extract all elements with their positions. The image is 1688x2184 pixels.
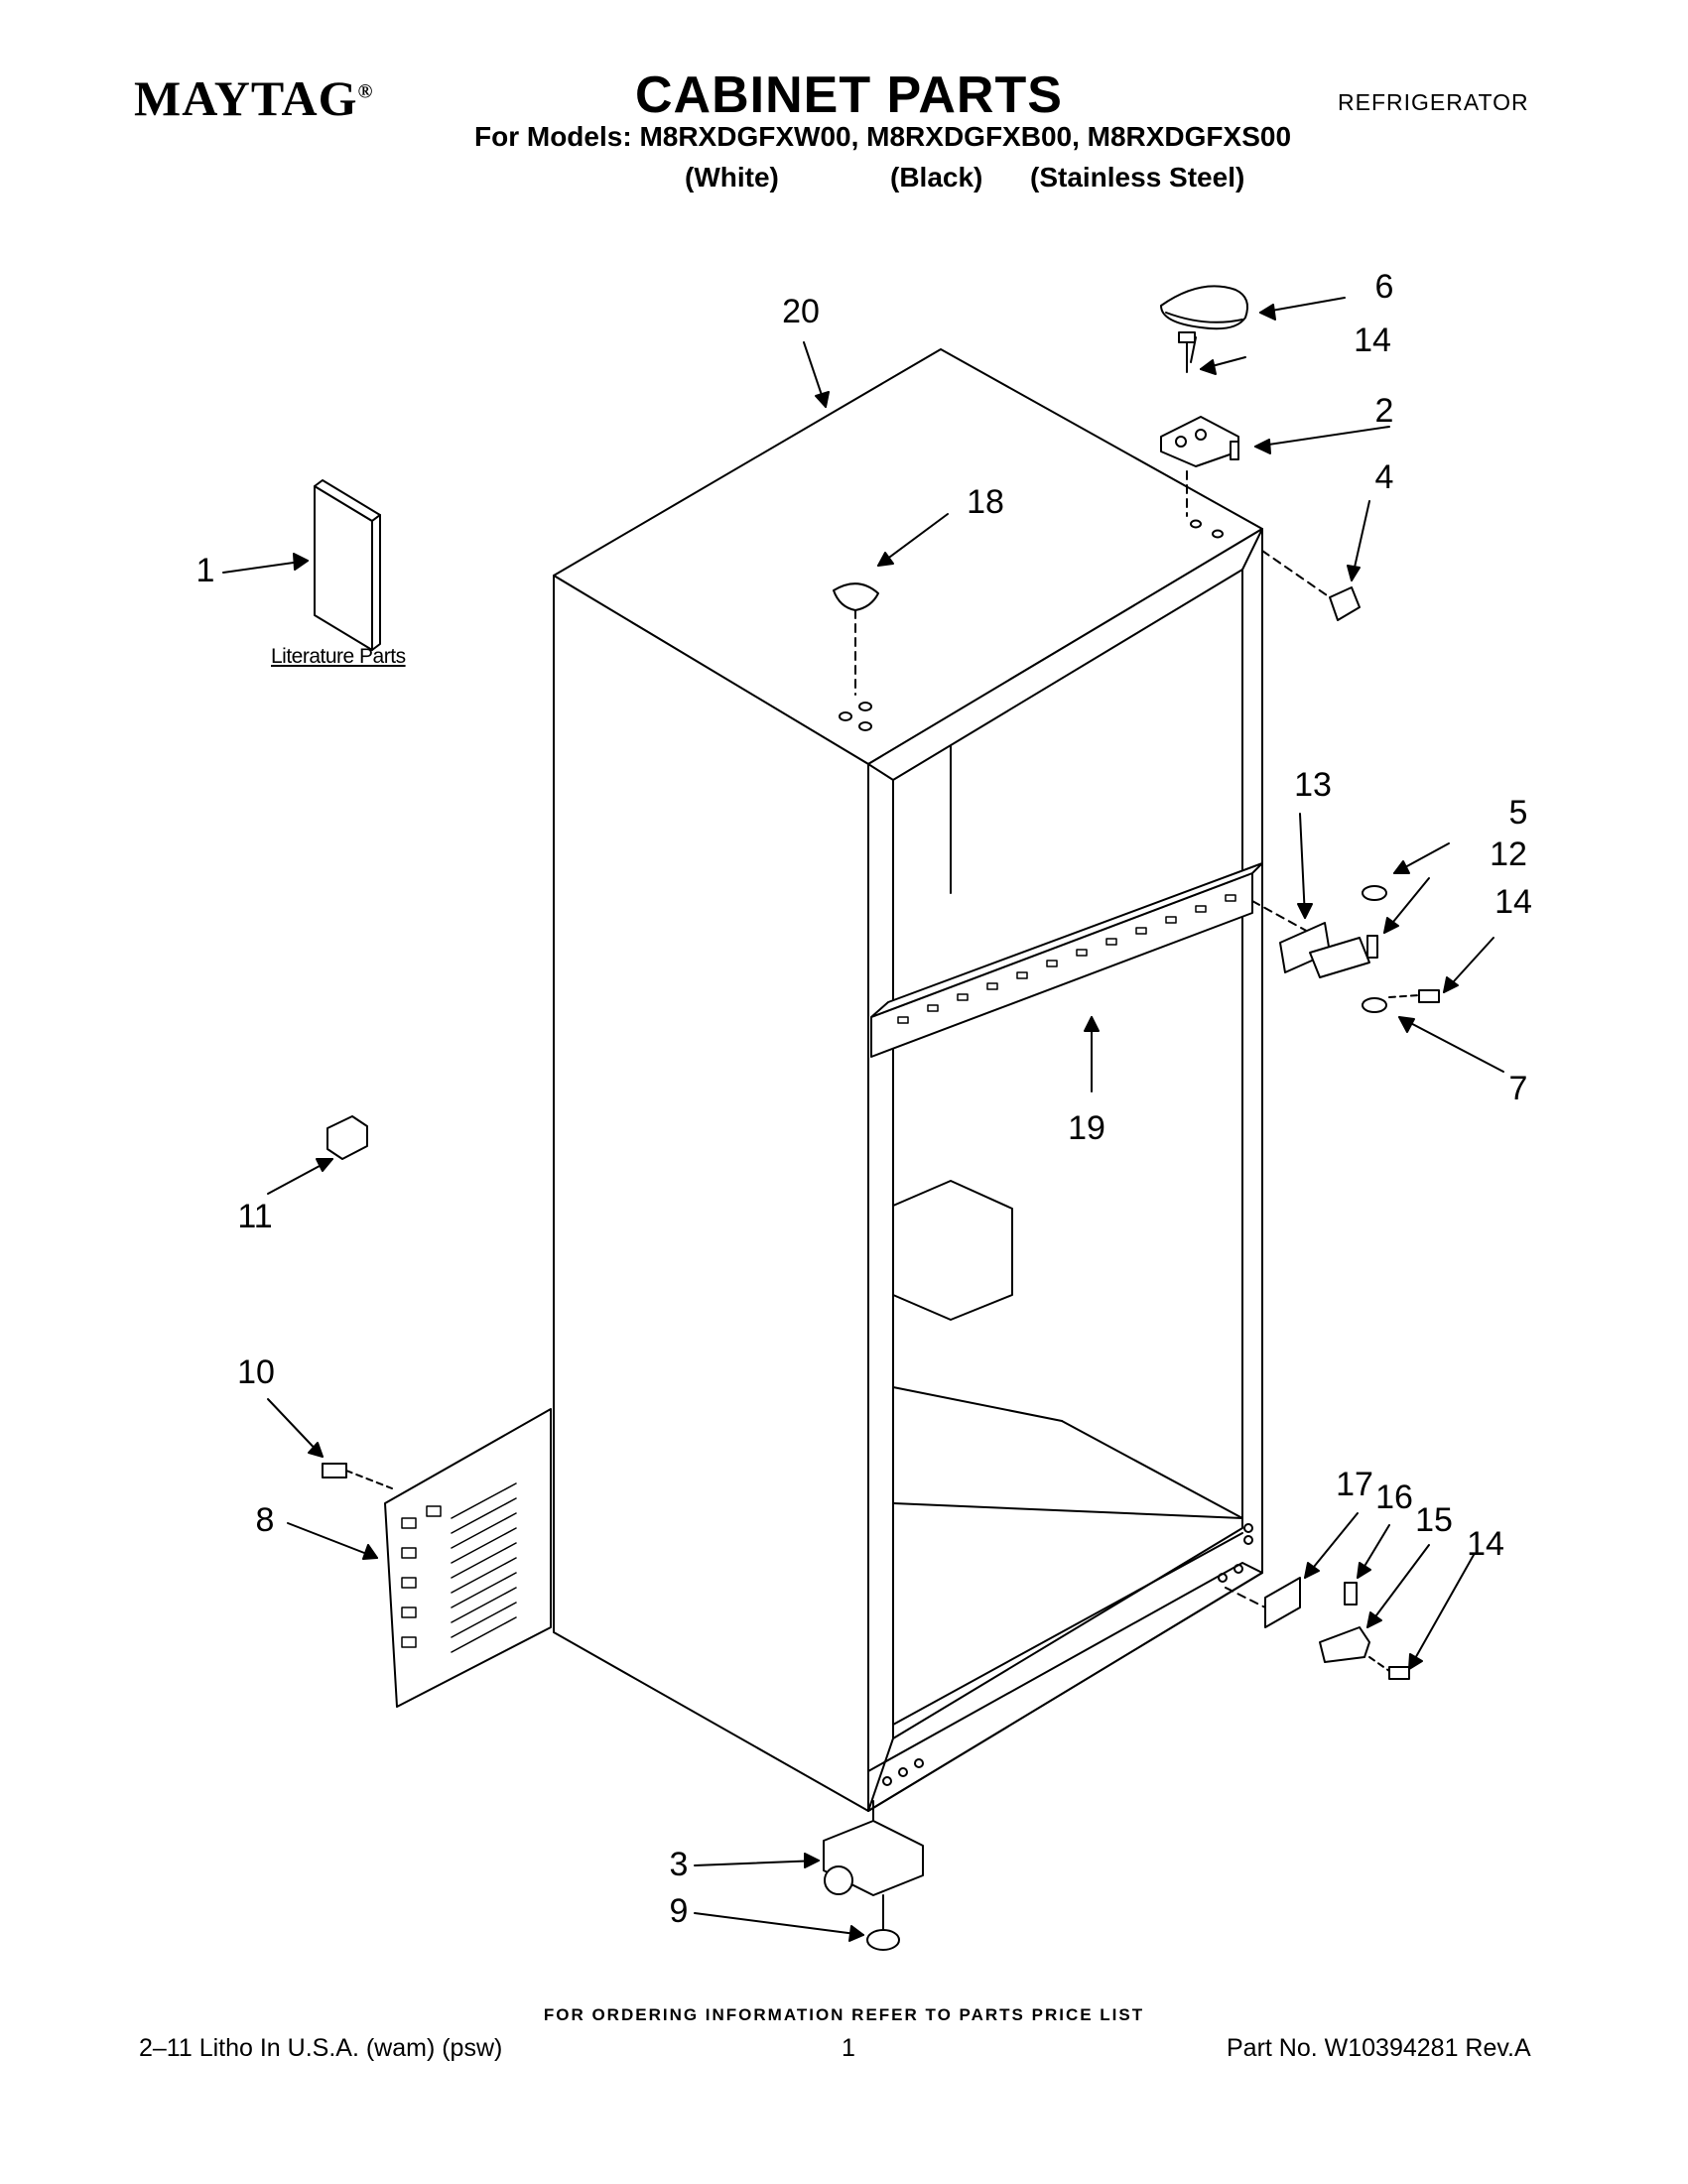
variant-stainless: (Stainless Steel) bbox=[1030, 162, 1245, 193]
leveling-leg bbox=[866, 1894, 900, 1951]
wire-clip bbox=[326, 1115, 368, 1160]
callout-11: 11 bbox=[237, 1198, 273, 1235]
brand-logo: MAYTAG® bbox=[134, 70, 374, 126]
top-hinge bbox=[1160, 331, 1239, 517]
models-line: For Models: M8RXDGFXW00, M8RXDGFXB00, M8… bbox=[474, 121, 1292, 152]
callout-14-bottom: 14 bbox=[1467, 1525, 1504, 1563]
callout-5: 5 bbox=[1508, 794, 1528, 832]
literature-booklet bbox=[314, 479, 381, 651]
callout-18: 18 bbox=[967, 483, 1004, 521]
callout-10: 10 bbox=[237, 1353, 275, 1391]
page-number: 1 bbox=[842, 2034, 855, 2062]
roller-assembly bbox=[823, 1800, 924, 1896]
center-hinge-assembly bbox=[1251, 885, 1440, 1013]
callout-12: 12 bbox=[1490, 835, 1527, 873]
callout-6: 6 bbox=[1374, 268, 1394, 306]
callout-4: 4 bbox=[1374, 458, 1394, 496]
rear-access-grille bbox=[384, 1408, 552, 1708]
bottom-hinge-assembly bbox=[1225, 1577, 1410, 1680]
variant-white: (White) bbox=[685, 162, 779, 193]
callout-leaders bbox=[222, 297, 1504, 1942]
callout-15: 15 bbox=[1415, 1501, 1453, 1539]
callout-8: 8 bbox=[255, 1501, 275, 1539]
callout-1: 1 bbox=[195, 552, 215, 589]
cabinet-body bbox=[553, 348, 1263, 1812]
callout-17: 17 bbox=[1336, 1466, 1373, 1503]
part-number: Part No. W10394281 Rev.A bbox=[1227, 2034, 1531, 2062]
grille-screw bbox=[322, 1463, 393, 1489]
center-rail bbox=[870, 862, 1263, 1058]
hinge-cap bbox=[1160, 285, 1248, 330]
callout-7: 7 bbox=[1508, 1070, 1528, 1107]
litho-info: 2–11 Litho In U.S.A. (wam) (psw) bbox=[139, 2034, 503, 2062]
callout-20: 20 bbox=[782, 293, 820, 330]
plug-button bbox=[833, 582, 879, 696]
callout-14-center: 14 bbox=[1494, 883, 1532, 921]
variant-black: (Black) bbox=[890, 162, 983, 193]
hinge-plug bbox=[1261, 550, 1361, 621]
page-title: CABINET PARTS bbox=[635, 66, 1063, 124]
callout-16: 16 bbox=[1375, 1478, 1413, 1516]
callout-19: 19 bbox=[1068, 1109, 1105, 1147]
callout-3: 3 bbox=[669, 1846, 689, 1883]
ordering-note: FOR ORDERING INFORMATION REFER TO PARTS … bbox=[543, 2005, 1145, 2024]
callout-2: 2 bbox=[1374, 392, 1394, 430]
appliance-category: REFRIGERATOR bbox=[1338, 89, 1529, 115]
callout-14-top: 14 bbox=[1354, 321, 1391, 359]
callout-13: 13 bbox=[1294, 766, 1332, 804]
literature-parts-label: Literature Parts bbox=[271, 645, 406, 668]
callout-9: 9 bbox=[669, 1892, 689, 1930]
